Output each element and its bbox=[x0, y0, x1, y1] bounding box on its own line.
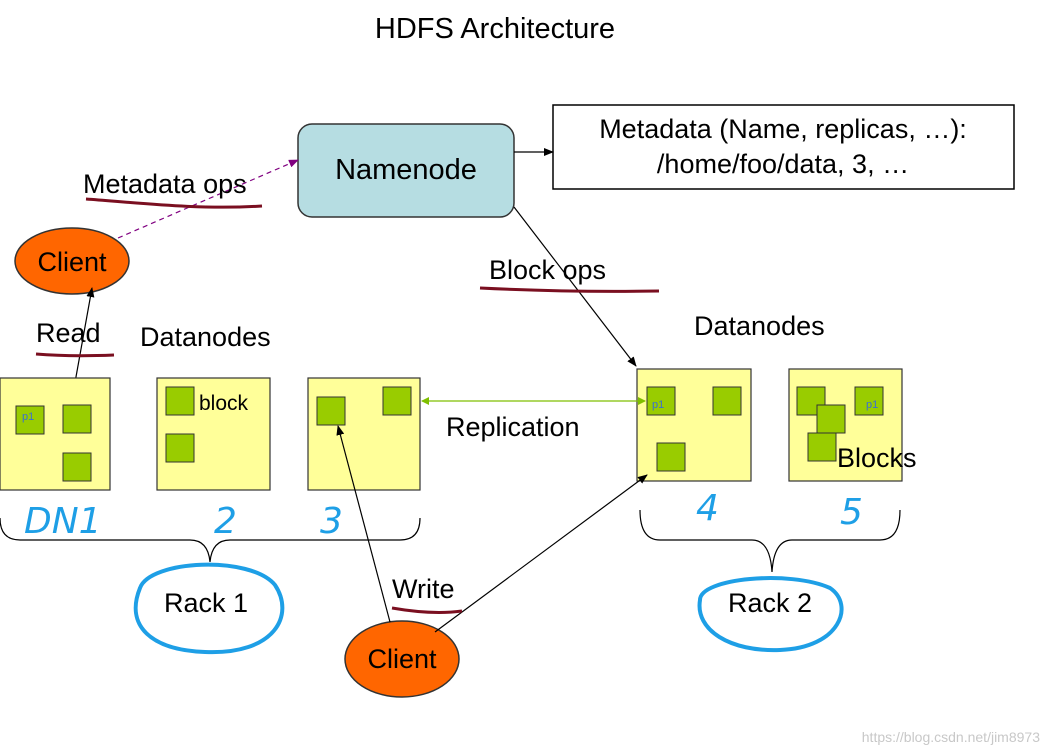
client-top bbox=[14, 227, 130, 295]
block bbox=[816, 404, 846, 434]
datanode-3 bbox=[307, 377, 421, 491]
read-underline bbox=[35, 352, 115, 358]
block bbox=[656, 442, 686, 472]
watermark: https://blog.csdn.net/jim8973 bbox=[862, 729, 1040, 745]
rack-1-brace bbox=[0, 517, 421, 563]
datanode-5: p1 Blocks bbox=[788, 368, 917, 482]
metadata-box bbox=[552, 104, 1015, 190]
handwritten-3: 3 bbox=[320, 501, 343, 542]
datanode-4: p1 bbox=[636, 368, 752, 482]
block-p1 bbox=[15, 405, 45, 435]
write-underline bbox=[391, 606, 463, 614]
block bbox=[165, 386, 195, 416]
metadata-line-1: Metadata (Name, replicas, …): bbox=[599, 114, 967, 144]
metadata-line-2: /home/foo/data, 3, … bbox=[657, 149, 909, 179]
datanodes-right-label: Datanodes bbox=[694, 311, 825, 341]
block-label: block bbox=[199, 392, 249, 415]
metadata-ops-arrow bbox=[117, 159, 299, 239]
handwritten-5: 5 bbox=[840, 492, 863, 533]
block-p1 bbox=[854, 386, 884, 416]
block bbox=[165, 433, 195, 463]
block bbox=[382, 386, 412, 416]
namenode-label: Namenode bbox=[335, 154, 477, 186]
handwritten-2: 2 bbox=[214, 501, 237, 542]
namenode-box bbox=[297, 123, 515, 218]
client-bottom-label: Client bbox=[367, 644, 437, 674]
handwritten-4: 4 bbox=[696, 488, 719, 529]
replication-label: Replication bbox=[446, 412, 580, 442]
datanode-4-box bbox=[636, 368, 752, 482]
block bbox=[62, 452, 92, 482]
write-arrow-to-dn4 bbox=[434, 474, 648, 633]
read-label: Read bbox=[36, 318, 101, 348]
metadata-ops-label: Metadata ops bbox=[83, 169, 247, 199]
handwritten-dn1: DN1 bbox=[24, 501, 102, 542]
block-ops-arrow bbox=[513, 206, 637, 367]
block-p1-label: p1 bbox=[652, 399, 664, 411]
datanode-2: block bbox=[156, 377, 271, 491]
datanode-1: p1 bbox=[0, 377, 111, 491]
write-label: Write bbox=[392, 574, 455, 604]
write-arrow-to-dn3 bbox=[336, 425, 391, 623]
diagram-title: HDFS Architecture bbox=[375, 13, 615, 45]
blocks-label: Blocks bbox=[837, 443, 917, 473]
rack-1-label: Rack 1 bbox=[164, 588, 248, 618]
block-p1-label: p1 bbox=[866, 399, 878, 411]
rack-2-label: Rack 2 bbox=[728, 588, 812, 618]
block bbox=[316, 396, 346, 426]
block-p1 bbox=[646, 386, 676, 416]
block bbox=[807, 432, 837, 462]
rack-2-circle bbox=[697, 576, 844, 653]
client-top-label: Client bbox=[37, 247, 107, 277]
block-ops-underline bbox=[479, 286, 660, 293]
block bbox=[62, 404, 92, 434]
metadata-ops-underline bbox=[85, 197, 263, 209]
rack-2-brace bbox=[639, 509, 901, 573]
block-p1-label: p1 bbox=[22, 411, 34, 423]
read-arrow bbox=[73, 287, 95, 389]
rack-1-circle bbox=[133, 562, 285, 655]
client-bottom bbox=[344, 620, 460, 698]
block-ops-label: Block ops bbox=[489, 255, 606, 285]
datanodes-left-label: Datanodes bbox=[140, 322, 271, 352]
block bbox=[712, 386, 742, 416]
